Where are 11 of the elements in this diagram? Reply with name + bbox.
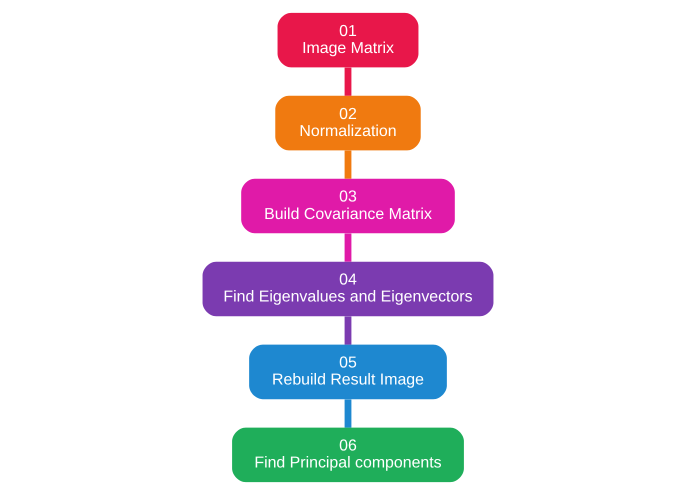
node-box: 05 Rebuild Result Image bbox=[249, 344, 447, 400]
connector bbox=[344, 234, 352, 262]
node-box: 03 Build Covariance Matrix bbox=[241, 178, 455, 234]
node-box: 06 Find Principal components bbox=[232, 428, 464, 482]
connector bbox=[344, 150, 352, 179]
connector bbox=[344, 316, 352, 345]
connector bbox=[344, 400, 352, 428]
node-box: 04 Find Eigenvalues and Eigenvectors bbox=[202, 262, 494, 316]
node-box: 01 Image Matrix bbox=[278, 12, 418, 68]
node-box: 02 Normalization bbox=[275, 96, 421, 150]
connector bbox=[344, 68, 352, 96]
